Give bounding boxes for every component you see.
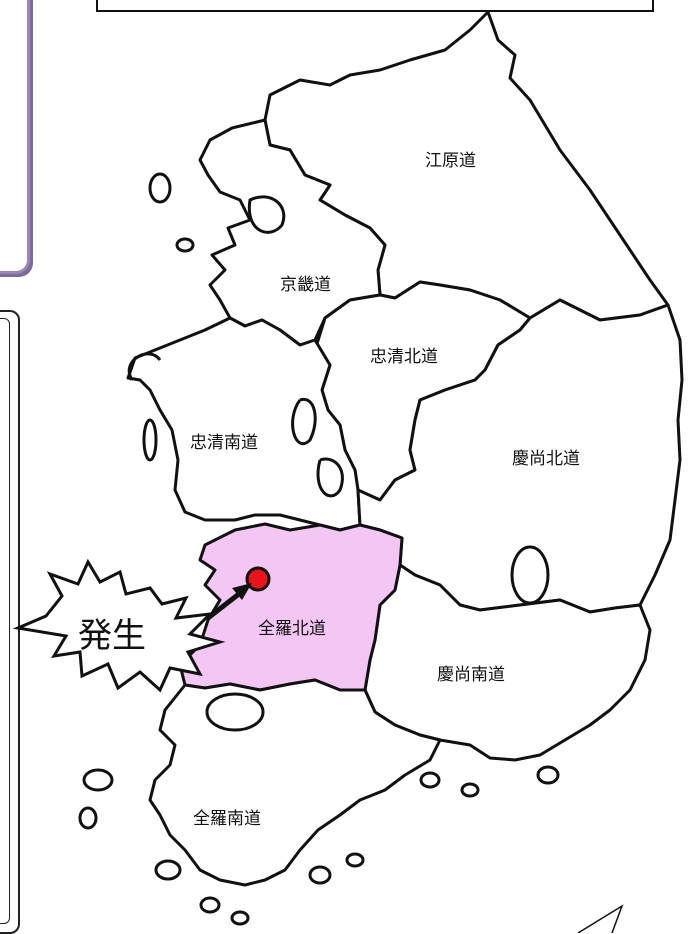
coastline-islands	[78, 172, 560, 926]
side-panel-bottom-inner	[0, 318, 10, 924]
arrow-icon	[206, 583, 252, 620]
event-marker	[245, 566, 271, 592]
region-jeonbuk	[178, 522, 404, 692]
label-jeonnam: 全羅南道	[193, 809, 261, 829]
label-gyeongbuk: 慶尚北道	[512, 449, 580, 469]
event-label: 発生	[78, 616, 146, 656]
explosion-burst-icon	[12, 558, 226, 693]
label-gyeongnam: 慶尚南道	[437, 665, 505, 685]
title-box	[96, 0, 654, 12]
label-gyeonggi: 京畿道	[280, 275, 331, 295]
region-jeonnam	[148, 678, 442, 887]
speech-tail	[577, 904, 624, 933]
side-panel-top	[0, 0, 30, 274]
label-chungbuk: 忠清北道	[370, 347, 438, 367]
region-chungnam	[126, 316, 362, 532]
label-chungnam: 忠清南道	[190, 433, 258, 453]
label-jeonbuk: 全羅北道	[258, 619, 326, 639]
label-gangwon: 江原道	[425, 151, 476, 171]
